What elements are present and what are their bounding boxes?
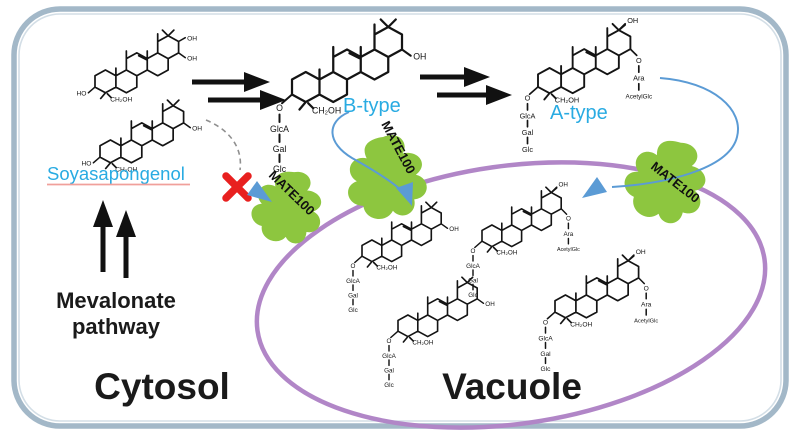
chem-label: O: [644, 285, 649, 292]
chem-label: CH₂OH: [376, 265, 397, 272]
chem-label: GlcA: [270, 124, 289, 134]
chem-label: OH: [413, 52, 426, 62]
chem-label: OH: [636, 249, 646, 256]
chem-label: OH: [192, 126, 202, 133]
chem-label: O: [276, 103, 283, 113]
a-type-label: A-type: [550, 102, 608, 124]
vacuole-membrane: [254, 160, 768, 430]
chem-label: Glc: [468, 292, 477, 299]
reaction-arrows-btype-to-atype: [420, 67, 512, 105]
chem-label: O: [351, 263, 356, 270]
chem-label: Ara: [563, 231, 573, 238]
chem-label: CH₂OH: [115, 166, 137, 173]
chem-label: GlcA: [520, 111, 536, 120]
chem-label: OH: [559, 181, 569, 188]
chem-label: O: [387, 338, 392, 345]
chem-label: O: [636, 56, 642, 65]
chem-label: Gal: [540, 351, 551, 358]
chem-label: Glc: [348, 307, 357, 314]
chem-label: OH: [485, 301, 495, 308]
chem-label: O: [525, 94, 531, 103]
chem-label: Ara: [633, 74, 645, 83]
chem-label: Gal: [522, 128, 534, 137]
chem-label: CH₂OH: [312, 105, 341, 115]
chem-label: GlcA: [382, 353, 396, 360]
chem-label: AcetylGlc: [634, 319, 658, 325]
chem-label: Glc: [384, 382, 393, 389]
chem-label: HO: [81, 161, 91, 168]
chem-label: CH₂OH: [412, 340, 433, 347]
chem-label: O: [566, 216, 571, 223]
chem-label: CH₂OH: [555, 96, 579, 105]
chem-label: Glc: [273, 164, 287, 174]
mevalonate-label-line2: pathway: [72, 314, 161, 339]
chem-label: OH: [627, 16, 638, 25]
cell-boundary-inner-highlight: [18, 13, 782, 422]
blocked-cross-icon: [222, 172, 252, 202]
chem-label: O: [471, 248, 476, 255]
chem-label: GlcA: [466, 263, 480, 270]
chem-label: Glc: [522, 145, 533, 154]
chem-label: Glc: [541, 366, 552, 373]
b-type-label: B-type: [343, 95, 401, 117]
vacuole-label: Vacuole: [442, 366, 582, 407]
cytosol-label: Cytosol: [94, 366, 230, 407]
chem-label: AcetylGlc: [557, 247, 580, 253]
chem-label: Ara: [641, 301, 652, 308]
chem-label: Gal: [384, 368, 394, 375]
atype-transport-arrow: [582, 77, 739, 198]
chem-label: OH: [449, 226, 459, 233]
soyasapongenol-label: Soyasapongenol: [47, 163, 185, 184]
chem-label: CH₂OH: [496, 250, 517, 257]
reaction-arrows-sapogenol-to-btype: [192, 72, 286, 110]
soyasapogenol-structure-bottom: CH₂OH HO OH: [81, 99, 202, 173]
chem-label: GlcA: [538, 336, 553, 343]
chem-label: O: [543, 319, 548, 326]
soyasapogenol-structure-top: CH₂OH HO OH OH: [76, 29, 197, 103]
mevalonate-label-line1: Mevalonate: [56, 288, 176, 313]
chem-label: GlcA: [346, 278, 360, 285]
chem-label: CH₂OH: [570, 321, 592, 328]
cell-boundary: [11, 6, 789, 429]
chem-label: Gal: [468, 278, 478, 285]
btype-transport-arrow: [331, 111, 413, 206]
blocked-transport-arrowhead: [247, 181, 272, 202]
chem-label: Gal: [273, 144, 287, 154]
chem-label: HO: [76, 91, 86, 98]
chem-label: OH: [187, 36, 197, 43]
mevalonate-up-arrows: [93, 200, 136, 278]
chem-label: CH₂OH: [110, 96, 132, 103]
molecules-layer: CH₂OHHOOHOHCH₂OHHOOHCH₂OHOGlcAGalGlcOHCH…: [76, 16, 658, 389]
chem-label: AcetylGlc: [626, 93, 653, 100]
chem-label: OH: [187, 56, 197, 63]
chem-label: Gal: [348, 293, 358, 300]
